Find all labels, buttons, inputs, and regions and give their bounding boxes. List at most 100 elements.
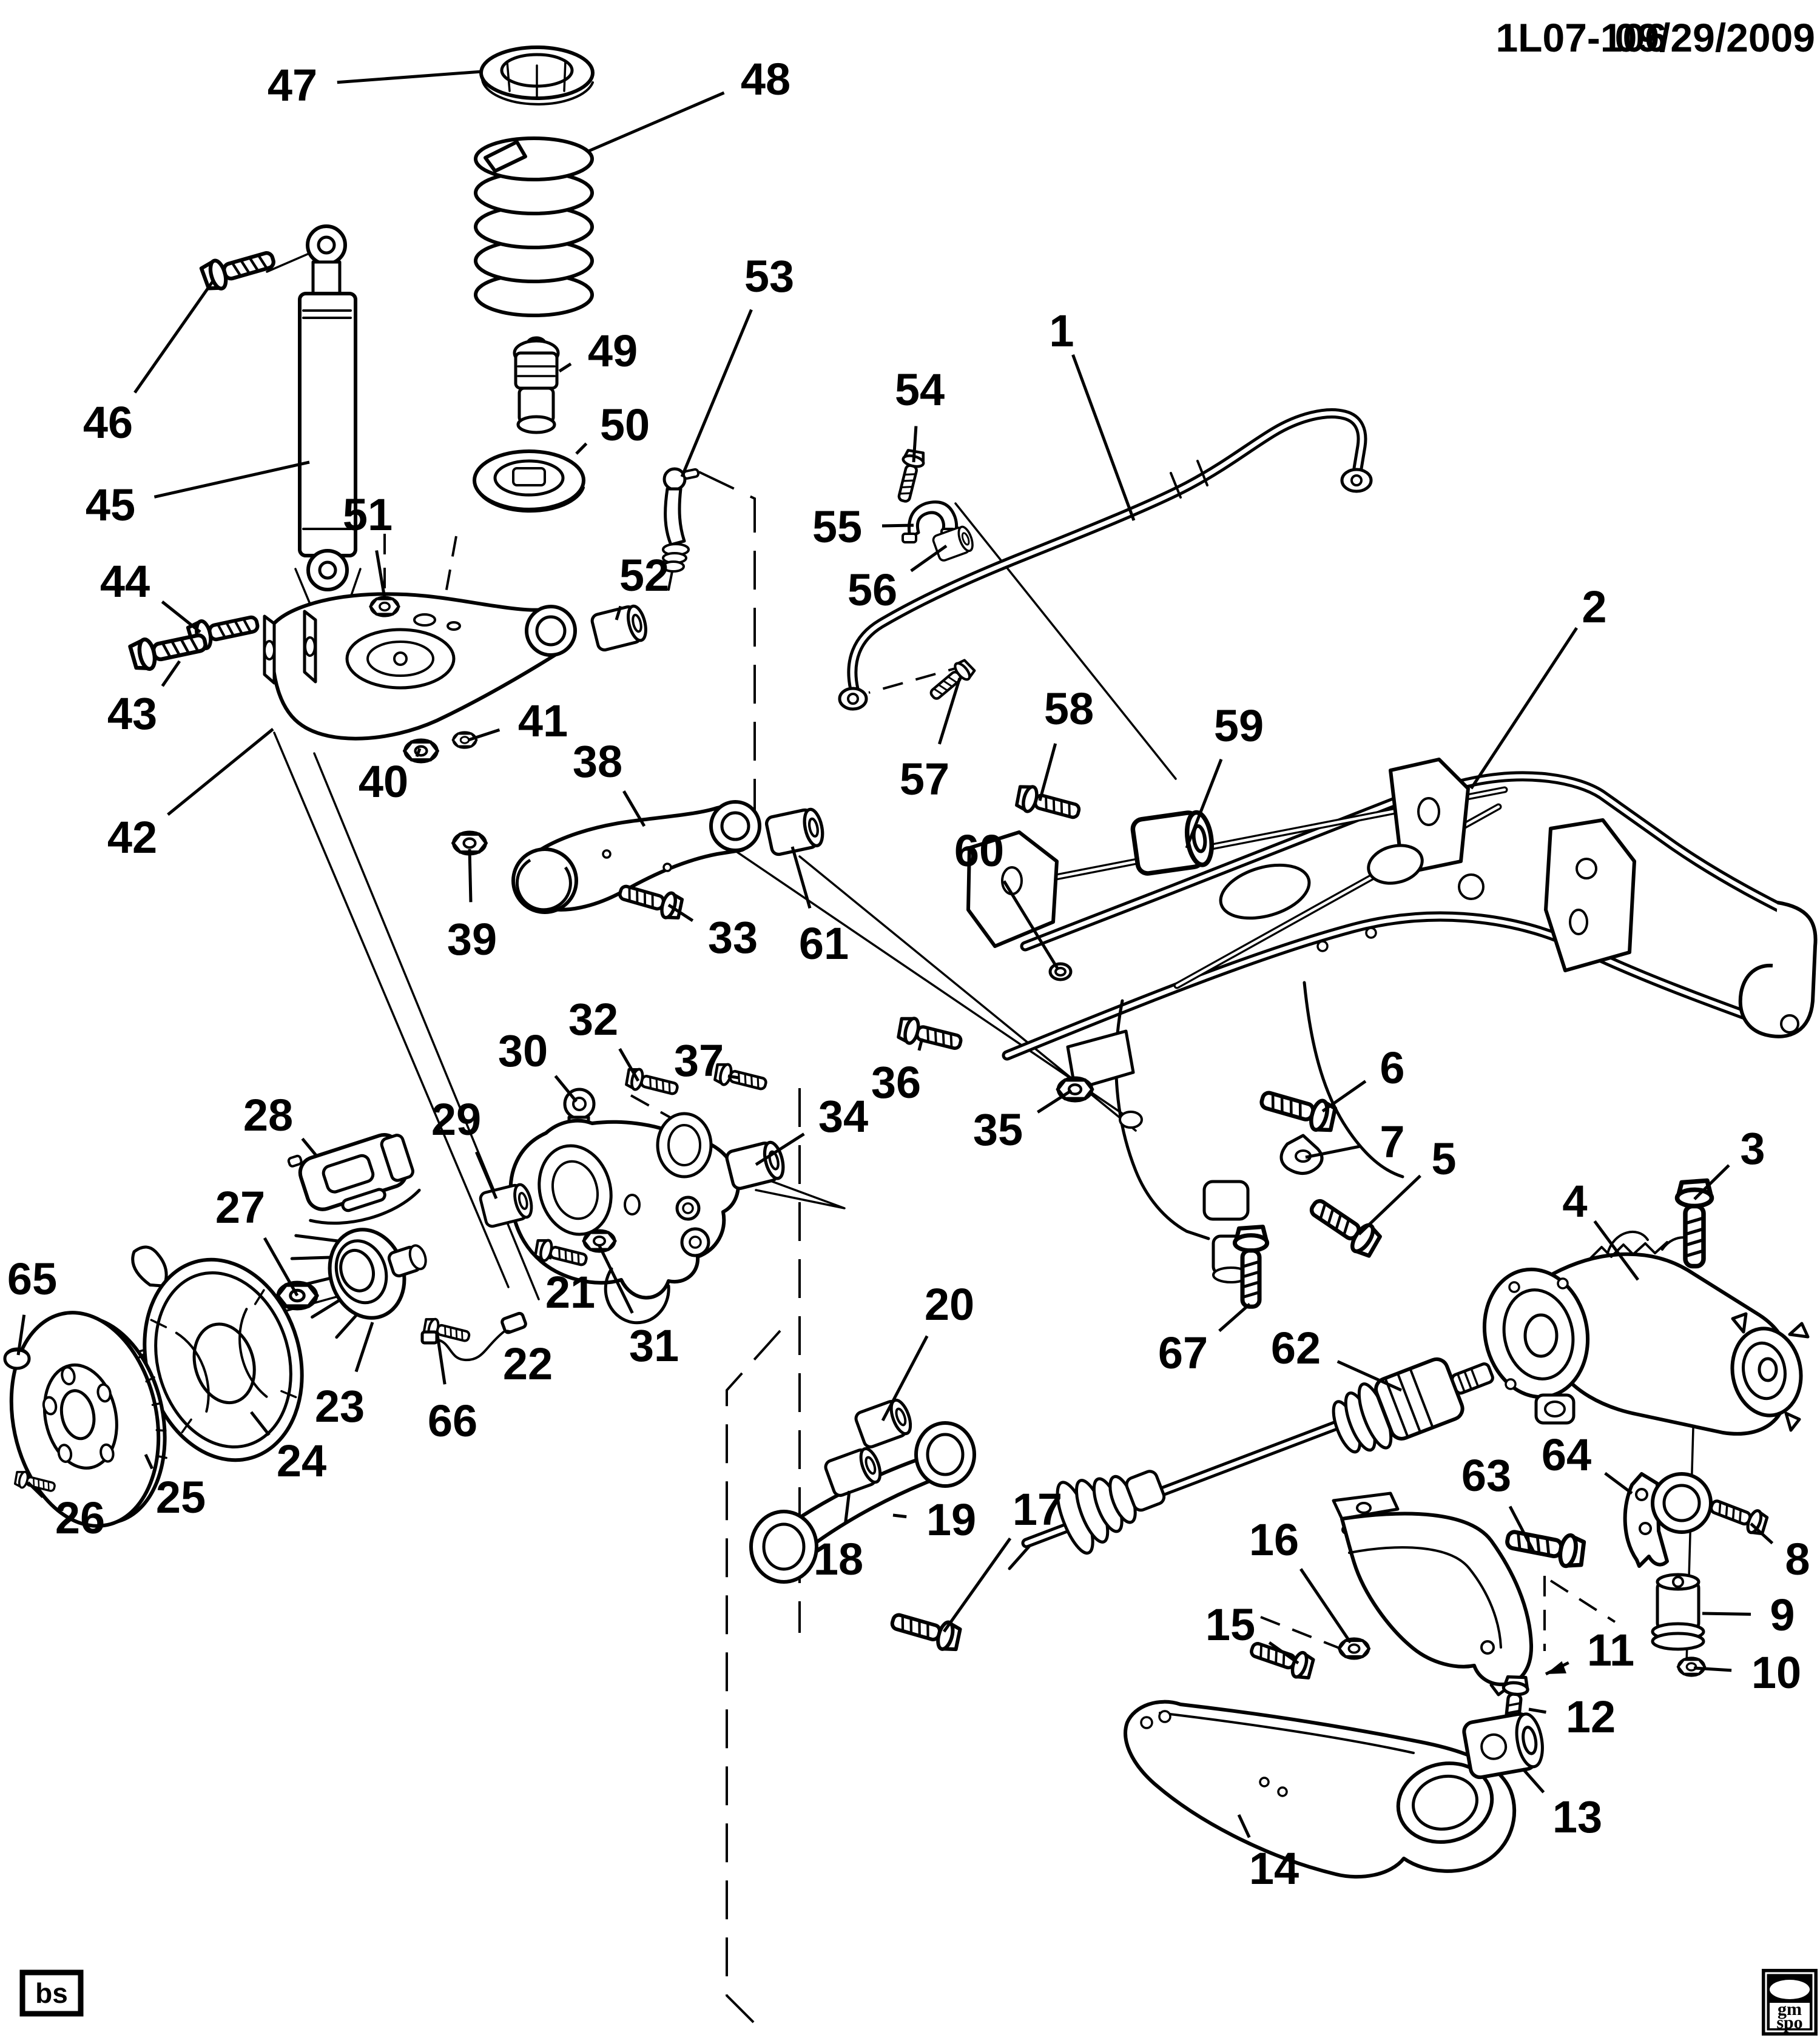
part-shock-absorber — [298, 224, 357, 591]
callout-21: 21 — [545, 1267, 595, 1317]
callout-leader-33 — [667, 903, 694, 922]
callout-leader-35 — [1037, 1089, 1073, 1114]
part-nut-40 — [405, 740, 438, 762]
callout-2: 2 — [1582, 582, 1606, 632]
callout-37: 37 — [674, 1035, 724, 1086]
callout-65: 65 — [7, 1254, 57, 1304]
callout-arrow-11 — [1546, 1661, 1566, 1674]
callout-leader-45 — [153, 460, 310, 499]
part-brake-caliper — [287, 1133, 421, 1225]
part-washer-60 — [1048, 962, 1073, 981]
part-brake-backing-plate — [131, 1245, 304, 1462]
callout-8: 8 — [1785, 1534, 1810, 1584]
part-bolt-63 — [1505, 1524, 1586, 1569]
callout-38: 38 — [573, 736, 622, 787]
part-height-sensor-link — [662, 467, 700, 591]
gmspo-logo: gm spo — [1762, 1969, 1818, 2036]
part-differential — [1482, 1230, 1810, 1436]
part-lateral-link — [749, 1421, 976, 1584]
part-trailing-arm — [1124, 1700, 1517, 1879]
callout-leader-1 — [1071, 354, 1136, 521]
part-upper-control-arm — [263, 592, 577, 741]
footer-code: bs — [35, 1977, 68, 2009]
callout-leader-60 — [1002, 880, 1060, 970]
callout-leader-31 — [598, 1245, 634, 1314]
callout-leader-67 — [1218, 1303, 1251, 1333]
part-mount-bushing-9 — [1651, 1573, 1705, 1651]
callout-42: 42 — [107, 812, 157, 863]
callout-15: 15 — [1205, 1599, 1255, 1650]
part-diff-mount-bracket — [1623, 1472, 1713, 1568]
callout-leader-56 — [910, 544, 948, 573]
callout-leader-25 — [144, 1453, 154, 1470]
part-bolt-36 — [897, 1015, 963, 1055]
callout-32: 32 — [568, 994, 618, 1044]
callout-19: 19 — [926, 1495, 976, 1545]
part-spring-seat-lower — [473, 449, 585, 513]
callout-leader-27 — [263, 1237, 299, 1297]
callout-leader-17 — [942, 1537, 1012, 1633]
callout-leader-40 — [415, 748, 422, 758]
callout-46: 46 — [83, 397, 133, 448]
callout-leader-30 — [554, 1075, 578, 1103]
callout-leader-66 — [435, 1330, 447, 1385]
part-arm-nut-51 — [371, 597, 399, 616]
footer-code-box: bs — [19, 1969, 84, 2017]
callout-leader-10 — [1693, 1666, 1732, 1672]
callout-18: 18 — [814, 1534, 863, 1584]
callout-16: 16 — [1249, 1515, 1299, 1565]
callout-67: 67 — [1158, 1328, 1208, 1378]
callout-26: 26 — [55, 1493, 105, 1543]
callout-leader-51 — [375, 550, 386, 599]
callout-66: 66 — [428, 1396, 477, 1446]
part-axle-shaft — [1008, 1357, 1494, 1570]
drawing-date: 09/29/2009 — [1615, 15, 1815, 60]
callout-6: 6 — [1380, 1043, 1404, 1093]
callout-leader-13 — [1522, 1767, 1545, 1794]
callout-leader-43 — [161, 660, 181, 687]
callout-leader-21 — [548, 1254, 553, 1260]
callout-39: 39 — [447, 914, 497, 964]
gmspo-text-gm: gm — [1778, 1999, 1802, 2019]
callout-leader-52 — [615, 605, 622, 620]
callout-57: 57 — [900, 754, 949, 804]
callout-49: 49 — [588, 326, 638, 376]
callout-30: 30 — [498, 1026, 548, 1076]
callout-leader-29 — [474, 1151, 498, 1199]
callout-51: 51 — [343, 489, 393, 540]
part-wheel-hub — [290, 1228, 427, 1339]
callout-leader-42 — [167, 728, 274, 816]
callout-leader-32 — [618, 1048, 640, 1082]
callout-29: 29 — [431, 1094, 481, 1145]
part-nut-10 — [1678, 1658, 1705, 1676]
callout-47: 47 — [268, 60, 317, 110]
callout-leader-6 — [1321, 1080, 1367, 1113]
callout-leader-23 — [354, 1322, 374, 1373]
callout-25: 25 — [156, 1472, 206, 1522]
callout-leader-62 — [1336, 1360, 1403, 1392]
callout-leader-15 — [1268, 1641, 1299, 1665]
part-coil-spring — [474, 136, 594, 317]
callout-28: 28 — [243, 1090, 293, 1140]
part-brake-rotor — [9, 1311, 167, 1528]
callout-leader-61 — [790, 846, 812, 909]
part-nut-16 — [1339, 1639, 1369, 1658]
callout-leader-65 — [16, 1314, 26, 1356]
part-frame-crossmember — [966, 758, 1818, 1283]
part-bolt-54 — [894, 449, 926, 503]
callout-leader-24 — [250, 1411, 271, 1436]
callout-leader-2 — [1469, 627, 1578, 790]
part-mount-bracket-11 — [1332, 1492, 1534, 1697]
part-frame-bushing-59 — [1131, 810, 1215, 875]
callout-leader-3 — [1693, 1164, 1730, 1200]
callout-layer: 1234567891011121314151617181920212223242… — [7, 54, 1810, 1894]
callout-54: 54 — [895, 365, 945, 415]
gmspo-text-spo: spo — [1776, 2013, 1802, 2033]
callout-leader-57 — [938, 678, 962, 745]
callout-leader-48 — [587, 91, 725, 153]
part-arm-bushing-13 — [1462, 1712, 1544, 1780]
callout-leader-55 — [881, 523, 914, 528]
callout-leader-41 — [468, 728, 500, 742]
callout-11: 11 — [1587, 1625, 1634, 1675]
